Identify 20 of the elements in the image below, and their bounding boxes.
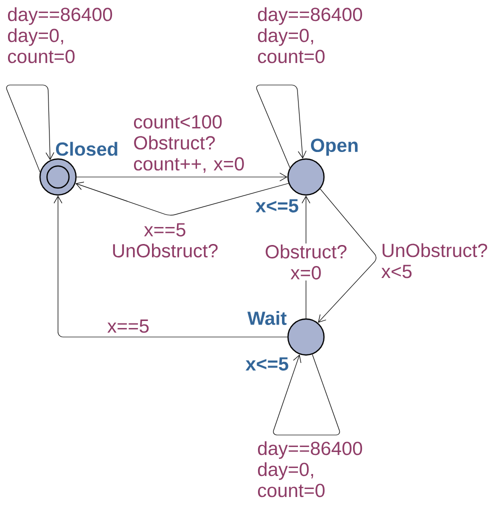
location-name: Open xyxy=(310,138,358,156)
edge-label: day==86400 day=0, count=0 xyxy=(8,7,112,64)
edge-label: count<100 Obstruct? count++, x=0 xyxy=(134,115,244,173)
edge-label: Obstruct? x=0 xyxy=(255,244,357,280)
edge-label: x==5 xyxy=(107,320,149,333)
arrow xyxy=(318,188,376,323)
arrow xyxy=(75,182,289,216)
edge-label: day==86400 day=0, count=0 xyxy=(258,7,362,64)
edge-label: day==86400 day=0, count=0 xyxy=(258,441,362,498)
invariant-label: x<=5 xyxy=(246,357,288,371)
arrow xyxy=(76,172,288,182)
self-loop-arrow xyxy=(273,354,340,436)
self-loop-arrow xyxy=(6,84,54,172)
edge-label: x==5 UnObstruct? xyxy=(113,223,218,258)
location-name: Closed xyxy=(56,142,118,156)
invariant-label: x<=5 xyxy=(256,199,298,212)
self-loop-arrow xyxy=(256,84,306,168)
edge-label: UnObstruct? x<5 xyxy=(381,243,488,278)
location-name: Wait xyxy=(247,311,287,325)
arrow xyxy=(54,196,288,338)
